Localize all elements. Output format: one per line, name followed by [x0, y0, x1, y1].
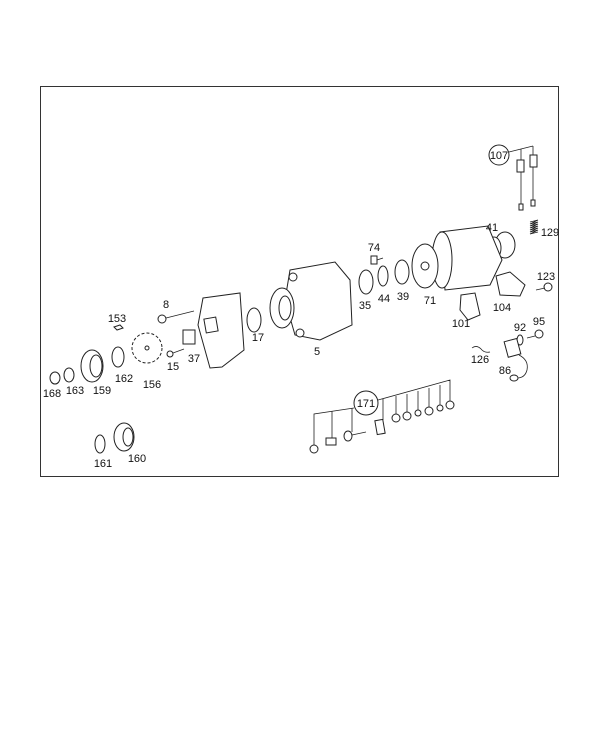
- callout-17: 17: [252, 332, 264, 344]
- callout-35: 35: [359, 300, 371, 312]
- diagram-frame: [40, 86, 559, 477]
- part-17-bearing[interactable]: [246, 307, 262, 333]
- callout-39: 39: [397, 291, 409, 303]
- part-101-plate[interactable]: [459, 292, 481, 321]
- part-37-plate[interactable]: [182, 329, 196, 345]
- callout-8: 8: [163, 299, 169, 311]
- part-163-washer[interactable]: [63, 367, 75, 383]
- part-8-bolt[interactable]: [157, 310, 195, 324]
- part-front-plate[interactable]: [197, 292, 245, 369]
- callout-86: 86: [499, 365, 511, 377]
- part-39-ring[interactable]: [394, 259, 410, 285]
- part-171-hardware-kit[interactable]: [309, 379, 455, 454]
- part-104-regulator[interactable]: [495, 271, 526, 297]
- callout-123: 123: [537, 271, 555, 283]
- part-95-screw[interactable]: [526, 329, 544, 339]
- part-5-housing[interactable]: [269, 261, 353, 341]
- callout-163: 163: [66, 385, 84, 397]
- part-107-brushes[interactable]: [488, 144, 538, 211]
- part-162-washer[interactable]: [111, 346, 125, 368]
- part-161-washer[interactable]: [94, 434, 106, 454]
- part-153-key[interactable]: [113, 324, 124, 331]
- callout-41: 41: [486, 222, 498, 234]
- part-126-clip[interactable]: [471, 346, 491, 353]
- callout-71: 71: [424, 295, 436, 307]
- part-74-screw[interactable]: [370, 255, 384, 265]
- callout-101: 101: [452, 318, 470, 330]
- callout-161: 161: [94, 458, 112, 470]
- part-156-fan[interactable]: [131, 332, 163, 364]
- callout-107: 107: [490, 150, 508, 162]
- callout-74: 74: [368, 242, 380, 254]
- part-35-bearing[interactable]: [358, 269, 374, 295]
- callout-44: 44: [378, 293, 390, 305]
- part-123-screw[interactable]: [535, 282, 553, 292]
- callout-15: 15: [167, 361, 179, 373]
- part-159-pulley[interactable]: [80, 349, 104, 383]
- part-cover[interactable]: [431, 225, 503, 291]
- callout-92: 92: [514, 322, 526, 334]
- callout-126: 126: [471, 354, 489, 366]
- callout-160: 160: [128, 453, 146, 465]
- callout-129: 129: [541, 227, 559, 239]
- part-44-washer[interactable]: [377, 265, 389, 287]
- part-160-pulley[interactable]: [113, 422, 135, 452]
- callout-171: 171: [357, 398, 375, 410]
- callout-162: 162: [115, 373, 133, 385]
- callout-153: 153: [108, 313, 126, 325]
- part-168-nut[interactable]: [49, 371, 61, 385]
- callout-159: 159: [93, 385, 111, 397]
- part-15-screw[interactable]: [166, 348, 185, 358]
- callout-156: 156: [143, 379, 161, 391]
- part-71-end-plate[interactable]: [411, 243, 439, 289]
- callout-104: 104: [493, 302, 511, 314]
- part-129-spring[interactable]: [529, 219, 539, 235]
- callout-95: 95: [533, 316, 545, 328]
- callout-168: 168: [43, 388, 61, 400]
- part-86-capacitor[interactable]: [503, 337, 528, 382]
- callout-37: 37: [188, 353, 200, 365]
- callout-5: 5: [314, 346, 320, 358]
